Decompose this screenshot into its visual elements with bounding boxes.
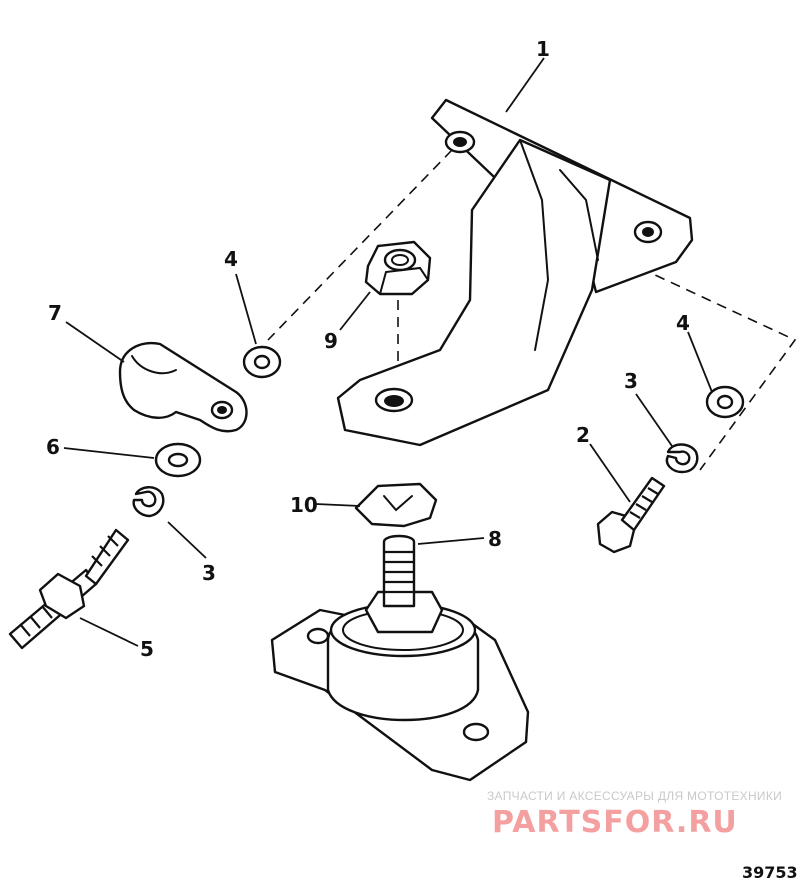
part-6-washer: [154, 442, 202, 478]
part-4-washer-left: [242, 345, 282, 379]
callout-4-left: 4: [224, 247, 238, 271]
callout-9: 9: [324, 329, 338, 353]
part-1-upper-bracket: [336, 98, 694, 447]
assembly-dash-lines: [267, 149, 797, 471]
part-10-tab-washer: [354, 482, 438, 528]
callout-6: 6: [46, 435, 60, 459]
part-4-washer-right: [705, 385, 745, 419]
callout-7: 7: [48, 301, 62, 325]
part-5-stud: [8, 528, 130, 650]
part-8-engine-mount: [270, 534, 530, 782]
callouts: 1 2 3 3 4 4 5 6 7 8 9 10: [46, 37, 690, 661]
callout-3-left: 3: [202, 561, 216, 585]
callout-1: 1: [536, 37, 550, 61]
callout-10: 10: [290, 493, 318, 517]
callout-2: 2: [576, 423, 590, 447]
part-7-clamp: [118, 341, 248, 433]
leader-lines: [63, 57, 713, 647]
callout-5: 5: [140, 637, 154, 661]
part-3-lock-washer-right: [665, 443, 699, 474]
part-3-lock-washer-left: [132, 486, 165, 518]
watermark-tagline: ЗАПЧАСТИ И АКСЕССУАРЫ ДЛЯ МОТОТЕХНИКИ: [487, 789, 782, 803]
callout-4-right: 4: [676, 311, 690, 335]
watermark-brand: PARTSFOR.RU: [492, 805, 738, 840]
callout-3-right: 3: [624, 369, 638, 393]
part-2-bolt: [596, 476, 666, 554]
callout-8: 8: [488, 527, 502, 551]
watermark: ЗАПЧАСТИ И АКСЕССУАРЫ ДЛЯ МОТОТЕХНИКИ PA…: [487, 789, 782, 840]
figure-number: 39753: [742, 863, 798, 882]
part-9-hex-nut: [364, 240, 432, 296]
